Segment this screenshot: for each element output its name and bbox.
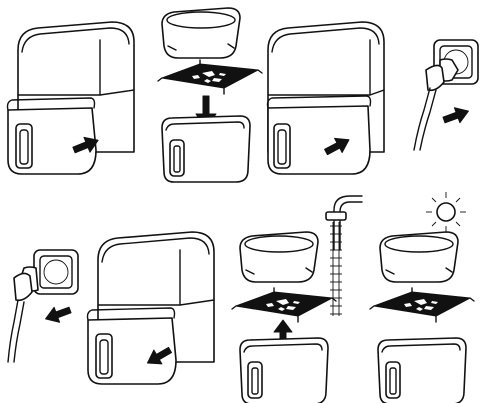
sun-icon [426, 192, 466, 232]
step-7-rinse-parts [232, 196, 362, 403]
step-8-dry-parts [370, 192, 474, 403]
step-5-unplug [8, 250, 78, 362]
step-3-insert-basket [268, 22, 385, 174]
step-4-plug-in [414, 40, 478, 150]
step-1-remove-basket [8, 22, 135, 174]
step-2-remove-tray-and-grill [158, 8, 262, 182]
step-6-remove-basket [88, 232, 215, 384]
